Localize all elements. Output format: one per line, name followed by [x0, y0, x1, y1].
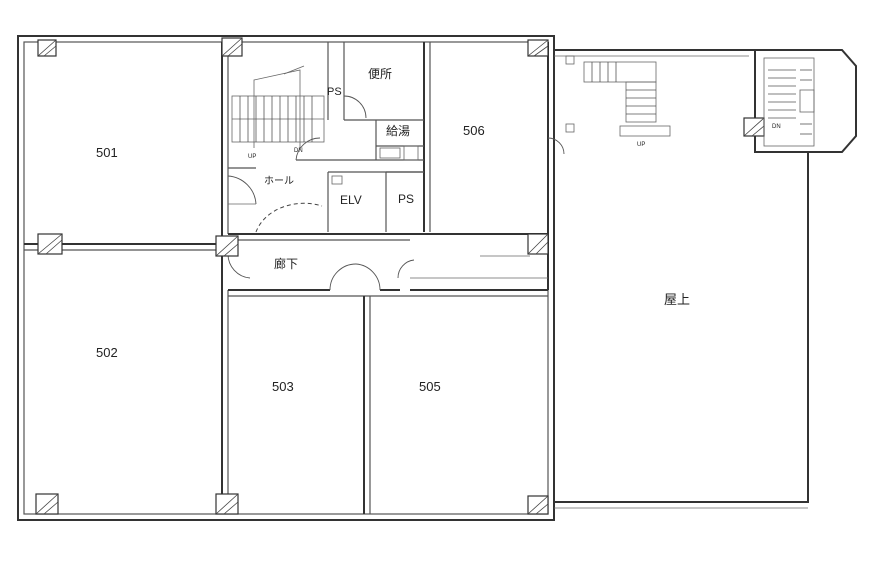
interior-walls: [24, 42, 549, 514]
main-stair-dn-label: DN: [294, 148, 303, 154]
room-505-label: 505: [419, 379, 441, 394]
room-506-label: 506: [463, 123, 485, 138]
corridor-label: 廊下: [274, 256, 298, 271]
kitchenette-label: 給湯: [386, 124, 410, 138]
roof-stair-up-label: UP: [637, 142, 645, 148]
main-stair-up-label: UP: [248, 154, 256, 160]
ps-upper-label: PS: [327, 86, 342, 98]
room-502-label: 502: [96, 345, 118, 360]
rooftop-label: 屋上: [664, 292, 690, 307]
elevator-label: ELV: [340, 193, 362, 207]
room-labels: 501 502 503 505 506 屋上: [96, 123, 690, 394]
core-labels: 便所 給湯 PS PS ELV ホール 廊下: [264, 67, 414, 271]
hall-label: ホール: [264, 175, 294, 187]
room-501-label: 501: [96, 145, 118, 160]
main-stair: UP DN: [231, 65, 325, 160]
roof-stair-small: UP: [565, 55, 671, 148]
roof-stair-tower: DN: [756, 49, 857, 153]
room-503-label: 503: [272, 379, 294, 394]
toilet-label: 便所: [368, 67, 392, 81]
hall-dashed-arc: [255, 202, 323, 233]
ps-lower-label: PS: [398, 192, 414, 206]
doors: [227, 95, 565, 291]
roof-tower-dn-label: DN: [772, 124, 781, 130]
columns: [35, 37, 765, 515]
